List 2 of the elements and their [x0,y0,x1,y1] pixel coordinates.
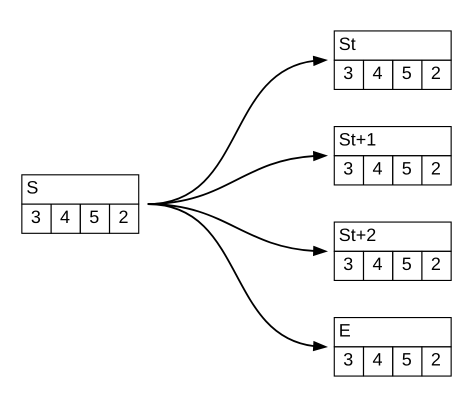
arrow [148,203,328,352]
arrow [148,203,328,256]
